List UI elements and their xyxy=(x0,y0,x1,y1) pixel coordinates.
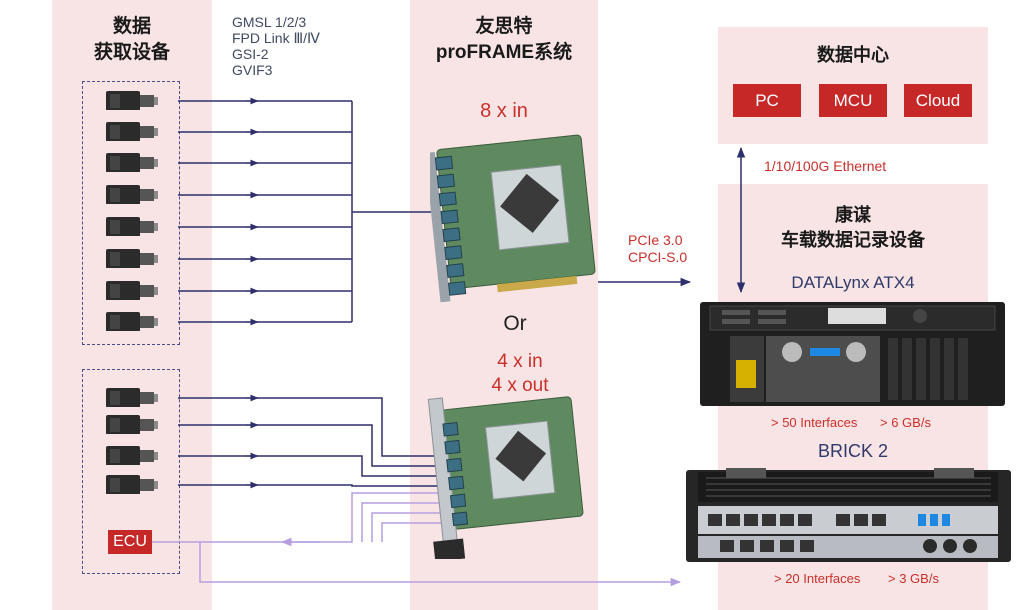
brick-rack-image xyxy=(686,468,1011,562)
brick-name: BRICK 2 xyxy=(817,441,889,461)
ecu-label: ECU xyxy=(108,530,152,554)
logger-title-line1: 康谋 xyxy=(835,205,871,225)
bus-label: PCIe 3.0 CPCI-S.0 xyxy=(628,232,687,266)
camera-icon xyxy=(106,446,158,465)
pc-button: PC xyxy=(733,84,801,117)
camera-icon xyxy=(106,475,158,494)
logger-title: 康谋 车载数据记录设备 xyxy=(718,203,988,253)
datalynx-spec-bandwidth: > 6 GB/s xyxy=(880,415,931,430)
signal-type-list: GMSL 1/2/3 FPD Link Ⅲ/Ⅳ GSI-2 GVIF3 xyxy=(232,14,320,78)
signal-type-fpd: FPD Link Ⅲ/Ⅳ xyxy=(232,30,320,46)
option-8-in: 8 x in xyxy=(480,100,528,122)
camera-icon xyxy=(106,415,158,434)
cloud-button: Cloud xyxy=(904,84,972,117)
acquisition-title-line2: 获取设备 xyxy=(93,42,170,63)
camera-group-4 xyxy=(82,369,180,574)
cpci-card-image xyxy=(427,396,584,559)
camera-icon xyxy=(106,185,158,204)
proframe-title-line1: 友思特 xyxy=(475,16,533,37)
camera-icon xyxy=(106,281,158,300)
datalynx-name: DATALynx ATX4 xyxy=(791,273,915,292)
option-4out: 4 x out xyxy=(491,375,549,396)
data-center-title: 数据中心 xyxy=(817,45,889,65)
mcu-button: MCU xyxy=(819,84,887,117)
logger-title-line2: 车载数据记录设备 xyxy=(781,230,925,250)
signal-type-gmsl: GMSL 1/2/3 xyxy=(232,14,307,30)
signal-type-gsi: GSI-2 xyxy=(232,46,269,62)
brick-spec-interfaces: > 20 Interfaces xyxy=(774,571,861,586)
datalynx-rack-image xyxy=(700,302,1005,406)
pcie-card-image xyxy=(430,134,596,303)
bus-pcie: PCIe 3.0 xyxy=(628,232,683,248)
camera-icon xyxy=(106,91,158,110)
ethernet-label: 1/10/100G Ethernet xyxy=(764,158,887,174)
camera-icon xyxy=(106,122,158,141)
option-4in: 4 x in xyxy=(497,351,543,372)
proframe-title: 友思特 proFRAME系统 xyxy=(410,14,598,66)
camera-icon xyxy=(106,217,158,236)
camera-icon xyxy=(106,312,158,331)
camera-icon xyxy=(106,153,158,172)
camera-group-8 xyxy=(82,81,180,345)
or-label: Or xyxy=(503,312,527,335)
bus-cpci: CPCI-S.0 xyxy=(628,249,688,265)
brick-spec-bandwidth: > 3 GB/s xyxy=(888,571,939,586)
camera-icon xyxy=(106,249,158,268)
camera-icon xyxy=(106,388,158,407)
option-4in-4out: 4 x in 4 x out xyxy=(410,350,630,398)
acquisition-title-line1: 数据 xyxy=(112,16,151,37)
proframe-title-line2: proFRAME系统 xyxy=(435,42,573,63)
signal-type-gvif: GVIF3 xyxy=(232,62,273,78)
acquisition-title: 数据 获取设备 xyxy=(72,14,192,66)
datalynx-spec-interfaces: > 50 Interfaces xyxy=(771,415,858,430)
